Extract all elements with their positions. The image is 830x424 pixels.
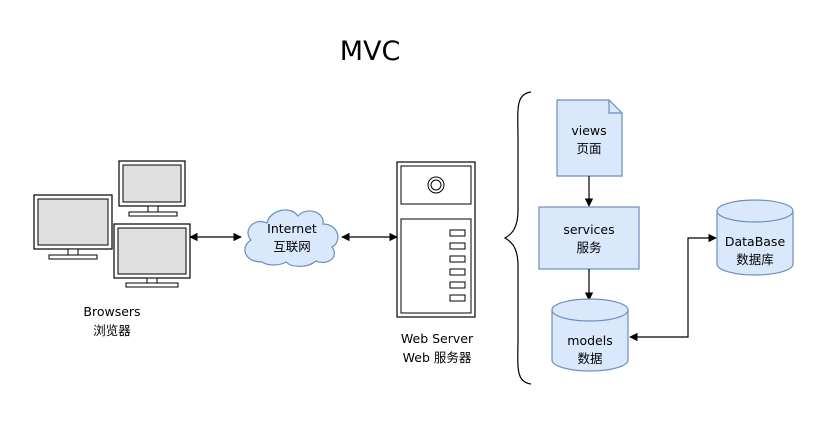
database-node: DataBase 数据库: [716, 199, 794, 276]
browsers-node: Browsers 浏览器: [33, 160, 191, 338]
monitor-icon: [33, 194, 113, 260]
models-label-en: models: [567, 333, 612, 348]
webserver-label-en: Web Server: [401, 331, 474, 346]
services-label-en: services: [563, 222, 614, 237]
database-label-en: DataBase: [725, 234, 786, 249]
diagram-title: MVC: [340, 36, 401, 67]
browsers-label-en: Browsers: [83, 304, 140, 319]
internet-label-en: Internet: [267, 221, 317, 236]
views-label-zh: 页面: [576, 141, 601, 156]
document-icon: [556, 99, 623, 177]
internet-label-zh: 互联网: [273, 239, 311, 254]
monitor-icon: [118, 160, 186, 217]
browsers-label-zh: 浏览器: [93, 323, 131, 338]
webserver-node: Web Server Web 服务器: [396, 161, 476, 365]
models-node: models 数据: [551, 298, 629, 372]
cylinder-icon: [551, 310, 629, 372]
database-label-zh: 数据库: [736, 252, 774, 267]
views-label-en: views: [571, 123, 606, 138]
monitor-icon: [113, 223, 191, 288]
internet-node: Internet 互联网: [244, 209, 339, 267]
webserver-label-zh: Web 服务器: [403, 350, 472, 365]
models-label-zh: 数据: [577, 351, 602, 366]
cloud-icon: [244, 209, 339, 267]
services-node: services 服务: [538, 206, 640, 270]
services-label-zh: 服务: [576, 240, 601, 255]
database-icon: [716, 211, 794, 276]
views-node: views 页面: [556, 99, 623, 177]
models-database-connector: [629, 233, 717, 342]
curly-brace: [503, 91, 532, 385]
